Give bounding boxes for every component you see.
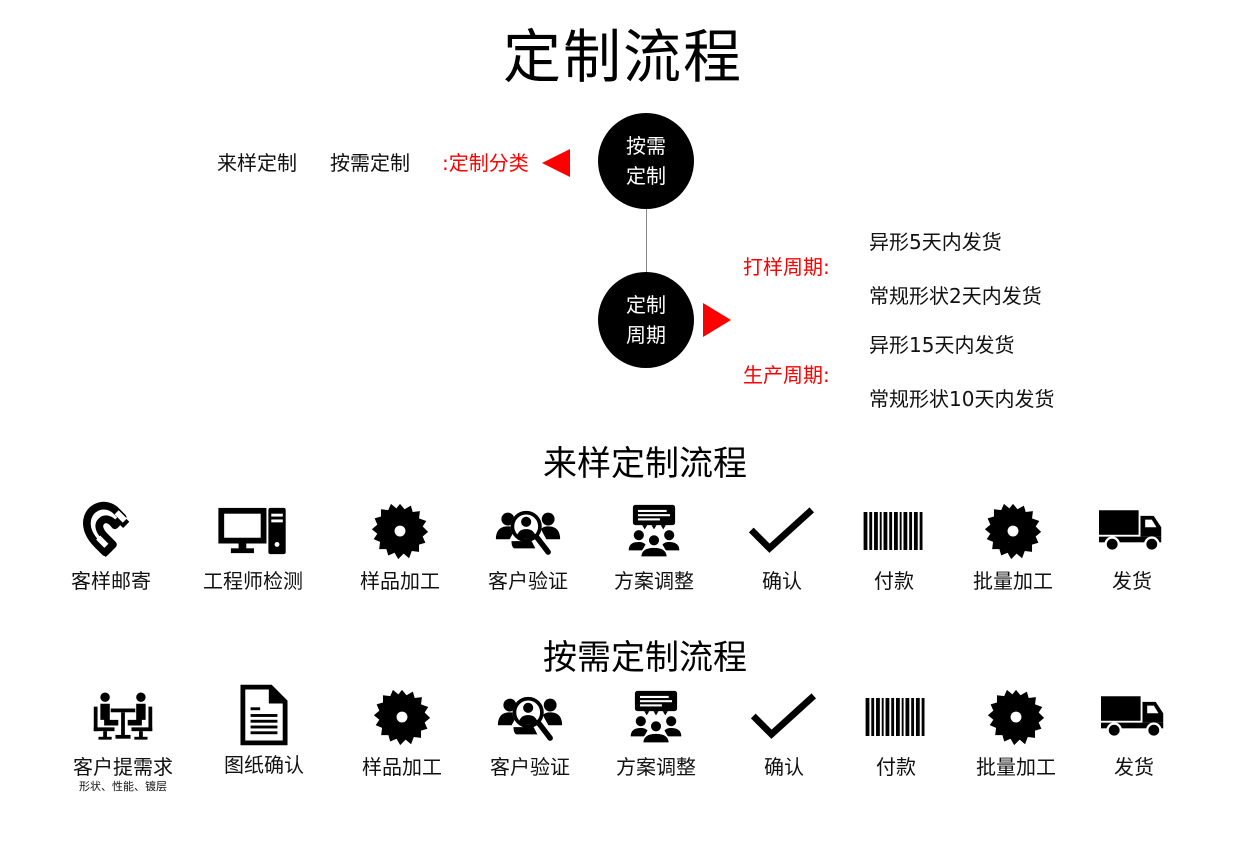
node-on-demand: 按需 定制 [598, 113, 694, 209]
step-label: 样品加工 [360, 569, 440, 593]
step-label: 客户提需求 [73, 755, 173, 779]
flow-step: 客户验证 [465, 686, 595, 780]
arrow-right-icon [703, 303, 731, 337]
computer-icon [217, 500, 289, 562]
flow-step: 方案调整 [591, 686, 721, 780]
magnet-icon [75, 500, 147, 562]
flow-step: 方案调整 [589, 500, 719, 594]
flow-step: 客户提需求 形状、性能、镀层 [58, 686, 188, 794]
flow-step: 批量加工 [951, 686, 1081, 780]
sample-cycle-label: 打样周期: [743, 255, 830, 279]
node-cycle: 定制 周期 [598, 272, 694, 368]
truck-icon [1096, 500, 1168, 562]
sample-cycle-item: 常规形状2天内发货 [869, 284, 1042, 308]
barcode-icon [858, 500, 930, 562]
step-label: 客户验证 [490, 755, 570, 779]
step-label: 确认 [764, 755, 804, 779]
step-label: 图纸确认 [224, 753, 304, 777]
meeting-icon [87, 686, 159, 748]
flow-step: 批量加工 [948, 500, 1078, 594]
flow-step: 客户验证 [463, 500, 593, 594]
category-option-sample: 来样定制 [217, 151, 297, 175]
node-line-1: 按需 [626, 134, 666, 158]
step-label: 样品加工 [362, 755, 442, 779]
flow-step: 样品加工 [337, 686, 467, 780]
production-cycle-item: 常规形状10天内发货 [869, 387, 1055, 411]
step-label: 批量加工 [976, 755, 1056, 779]
section-title-sample-flow: 来样定制流程 [543, 444, 747, 484]
section-title-on-demand-flow: 按需定制流程 [543, 638, 747, 678]
saw-blade-icon [977, 500, 1049, 562]
page-title: 定制流程 [502, 23, 743, 91]
connector-line [646, 209, 647, 275]
arrow-left-icon [542, 149, 570, 177]
category-option-on-demand: 按需定制 [330, 151, 410, 175]
group-discussion-icon [618, 500, 690, 562]
step-label: 付款 [876, 755, 916, 779]
node-line-2: 周期 [626, 323, 666, 347]
step-label: 客样邮寄 [71, 569, 151, 593]
step-sublabel: 形状、性能、镀层 [79, 780, 167, 793]
document-icon [228, 684, 300, 746]
production-cycle-item: 异形15天内发货 [869, 333, 1015, 357]
checkmark-icon [748, 686, 820, 748]
saw-blade-icon [364, 500, 436, 562]
flow-step: 付款 [831, 686, 961, 780]
flow-step: 发货 [1069, 686, 1199, 780]
saw-blade-icon [366, 686, 438, 748]
user-search-icon [492, 500, 564, 562]
node-line-2: 定制 [626, 164, 666, 188]
step-label: 客户验证 [488, 569, 568, 593]
node-line-1: 定制 [626, 293, 666, 317]
step-label: 确认 [762, 569, 802, 593]
flow-step: 确认 [719, 686, 849, 780]
category-label: :定制分类 [442, 151, 529, 175]
step-label: 批量加工 [973, 569, 1053, 593]
flow-step: 图纸确认 [199, 684, 329, 778]
truck-icon [1098, 686, 1170, 748]
flow-step: 发货 [1067, 500, 1197, 594]
step-label: 方案调整 [614, 569, 694, 593]
step-label: 方案调整 [616, 755, 696, 779]
flow-step: 付款 [829, 500, 959, 594]
production-cycle-label: 生产周期: [743, 363, 830, 387]
step-label: 发货 [1112, 569, 1152, 593]
step-label: 发货 [1114, 755, 1154, 779]
sample-cycle-item: 异形5天内发货 [869, 230, 1002, 254]
flow-step: 工程师检测 [188, 500, 318, 594]
step-label: 付款 [874, 569, 914, 593]
step-label: 工程师检测 [203, 569, 303, 593]
saw-blade-icon [980, 686, 1052, 748]
user-search-icon [494, 686, 566, 748]
flow-step: 确认 [717, 500, 847, 594]
flow-step: 客样邮寄 [46, 500, 176, 594]
group-discussion-icon [620, 686, 692, 748]
barcode-icon [860, 686, 932, 748]
checkmark-icon [746, 500, 818, 562]
flow-step: 样品加工 [335, 500, 465, 594]
